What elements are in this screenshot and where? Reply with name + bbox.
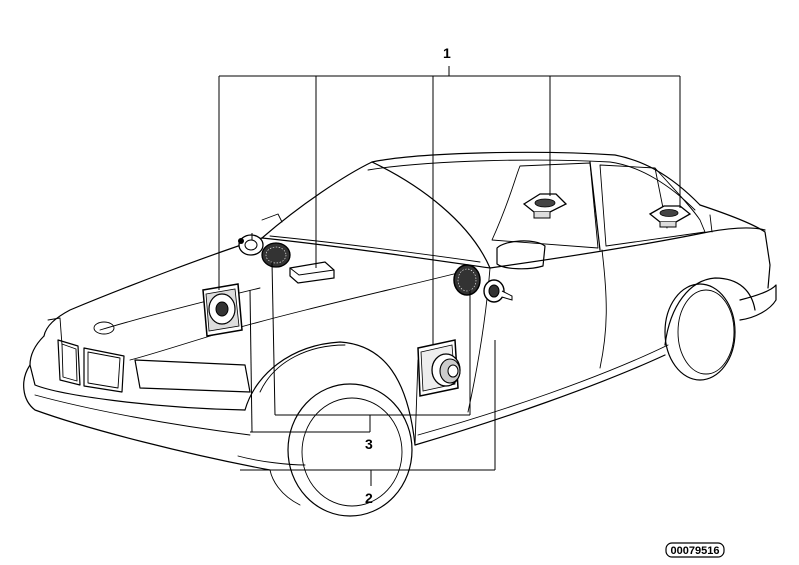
tweeter-left-dash <box>238 234 264 256</box>
leader-lines <box>218 66 681 486</box>
door-woofer <box>417 339 461 397</box>
callout-1: 1 <box>443 45 451 61</box>
midrange-square-left <box>202 283 243 337</box>
reference-code: 00079516 <box>671 545 720 557</box>
door-grille-speaker <box>453 264 481 296</box>
callout-2: 2 <box>365 490 373 506</box>
center-dash-speaker <box>289 261 335 284</box>
rear-shelf-speaker-center <box>522 193 568 219</box>
rear-shelf-speaker-right <box>648 205 692 228</box>
speakers <box>202 193 692 397</box>
car-outline <box>23 151 777 517</box>
callout-3: 3 <box>365 436 373 452</box>
dash-grille-speaker <box>261 242 291 268</box>
door-tweeter <box>483 279 513 303</box>
reference-code-box: 00079516 <box>665 542 725 558</box>
callout-labels: 1 3 2 <box>365 45 451 506</box>
